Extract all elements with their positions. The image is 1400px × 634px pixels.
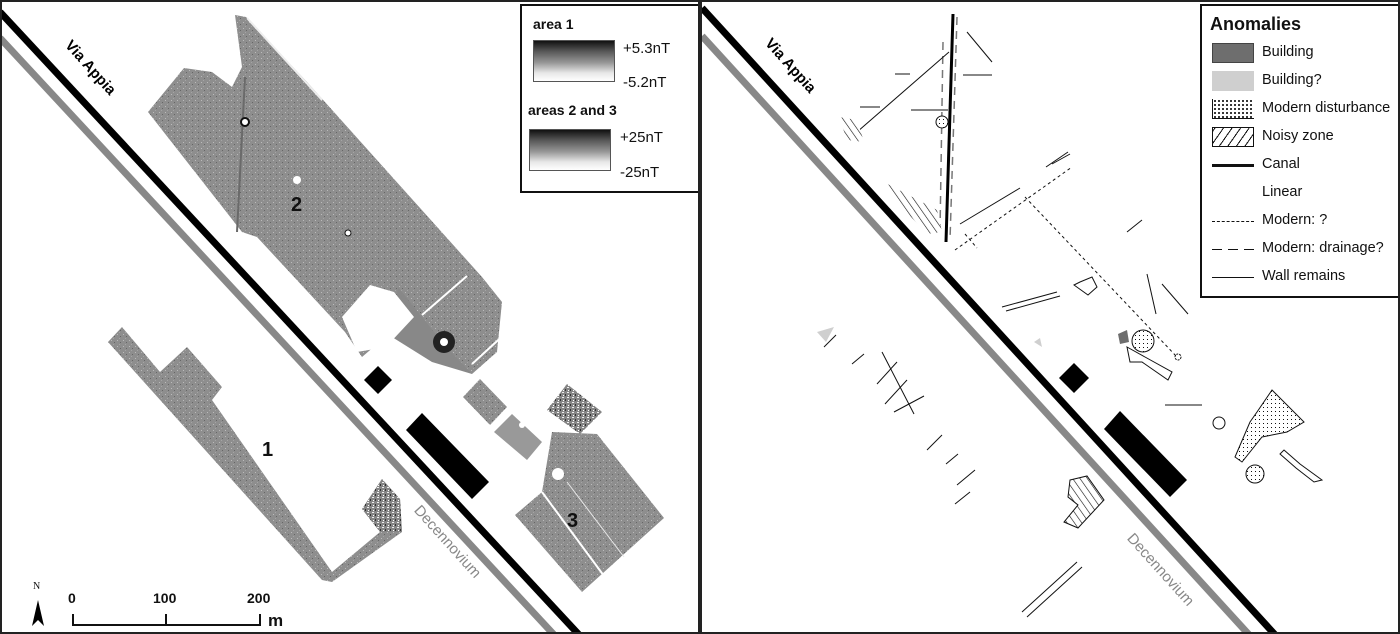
decennovium-road <box>702 33 1252 632</box>
magnetometry-map-canvas <box>2 9 664 632</box>
legend-item-modern-drainage: Modern: drainage? <box>1212 237 1397 259</box>
legend-item-noisy-zone: Noisy zone <box>1212 125 1397 147</box>
building-block-small <box>364 366 392 394</box>
legend-area23-max: +25nT <box>620 129 663 146</box>
legend-area1-title: area 1 <box>533 16 574 32</box>
grayscale-ramp-area23 <box>529 129 611 171</box>
survey-area-2 <box>148 15 508 374</box>
scale-tick-0: 0 <box>68 590 76 606</box>
legend-item-wall-remains: Wall remains <box>1212 265 1397 287</box>
legend-area23-min: -25nT <box>620 164 660 181</box>
thick-line-swatch <box>1212 164 1254 167</box>
disturbance-circle <box>1131 329 1155 353</box>
dots-pattern-swatch <box>1212 99 1254 119</box>
modern-disturbance-zone <box>1234 389 1305 463</box>
building-outline-hatched <box>1063 475 1105 529</box>
disturbance-circle <box>1245 464 1265 484</box>
modern-lines <box>954 166 1178 358</box>
grayscale-ramp-area1 <box>533 40 615 82</box>
disturbance-circle <box>935 115 949 129</box>
building-swatch <box>1212 43 1254 63</box>
building-uncertain-fill <box>1034 338 1042 347</box>
building-uncertain-swatch <box>1212 71 1254 91</box>
magnetic-legend: area 1 +5.3nT -5.2nT areas 2 and 3 +25nT… <box>520 4 698 193</box>
survey-area-1 <box>108 327 402 582</box>
drainage-lines <box>939 16 958 241</box>
building-fill <box>1118 330 1129 344</box>
scale-tick-100: 100 <box>153 590 177 606</box>
building-block-large <box>406 413 489 499</box>
short-dash-swatch <box>1212 221 1254 222</box>
hatch-pattern-swatch <box>1212 127 1254 147</box>
legend-item-linear: Linear <box>1262 184 1303 200</box>
survey-area-3 <box>515 432 664 592</box>
anomalies-map-panel: Via Appia Decennovium Anomalies Building… <box>700 0 1400 634</box>
anomalies-map-canvas <box>702 5 1324 632</box>
scale-tick-200: 200 <box>247 590 271 606</box>
building-block-large <box>1104 411 1187 497</box>
area-label-2: 2 <box>291 194 303 216</box>
legend-item-modern-unknown: Modern: ? <box>1212 209 1397 231</box>
legend-item-canal: Canal <box>1212 153 1397 175</box>
canal-line <box>2 9 582 632</box>
decennovium-road <box>2 35 557 632</box>
linear-anomalies <box>823 334 976 505</box>
area-label-3: 3 <box>567 510 579 532</box>
scale-unit: m <box>268 611 284 630</box>
scale-bar <box>72 614 261 626</box>
noisy-zone-1 <box>880 180 942 234</box>
legend-item-modern-disturbance: Modern disturbance <box>1212 97 1397 119</box>
thin-line-swatch <box>1212 277 1254 278</box>
survey-blocks-center <box>463 379 602 460</box>
legend-area1-min: -5.2nT <box>623 74 667 91</box>
legend-title: Anomalies <box>1210 14 1302 34</box>
area-label-1: 1 <box>262 439 274 461</box>
anomalies-legend: Anomalies Building Building? Modern dist… <box>1200 4 1398 298</box>
magnetometry-map-panel: Via Appia Decennovium 1 2 3 N 0 100 200 … <box>0 0 700 634</box>
north-label: N <box>33 581 41 592</box>
canal-line <box>702 5 1278 632</box>
building-block-small <box>1059 363 1089 393</box>
legend-item-building-uncertain: Building? <box>1212 69 1397 91</box>
building-uncertain-fill <box>817 327 834 342</box>
legend-area23-title: areas 2 and 3 <box>528 102 617 118</box>
legend-item-building: Building <box>1212 41 1397 63</box>
noisy-zone-2 <box>839 117 864 142</box>
long-dash-swatch <box>1212 249 1254 250</box>
north-arrow-icon <box>32 600 44 626</box>
wall-remains <box>856 31 1202 618</box>
canal-anomaly <box>944 13 955 243</box>
legend-area1-max: +5.3nT <box>623 40 671 57</box>
